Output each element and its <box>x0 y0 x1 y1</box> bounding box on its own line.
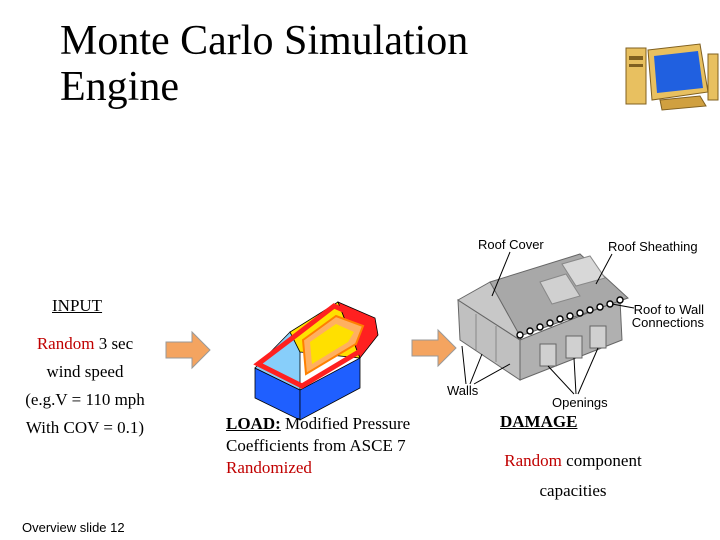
damage-house <box>457 253 629 381</box>
callout-roof-sheathing: Roof Sheathing <box>608 239 698 254</box>
load-line-2: Coefficients from ASCE 7 <box>226 436 406 455</box>
input-line-2: wind speed <box>46 362 124 381</box>
callout-lines <box>461 251 635 395</box>
load-heading: LOAD: <box>226 414 281 433</box>
load-arrow <box>411 328 457 368</box>
input-arrow <box>165 330 211 370</box>
load-text: LOAD: Modified Pressure Coefficients fro… <box>226 413 410 479</box>
input-random-word: Random <box>36 334 95 353</box>
load-line-1-rest: Modified Pressure <box>280 414 411 433</box>
title-line-1: Monte Carlo Simulation <box>60 18 469 64</box>
input-heading: INPUT <box>52 296 102 316</box>
computer-icon <box>625 43 719 111</box>
slide-footer: Overview slide 12 <box>22 520 125 535</box>
load-line-1: LOAD: Modified Pressure <box>226 413 410 435</box>
callout-openings: Openings <box>552 395 608 410</box>
input-line-1-rest: 3 sec <box>94 334 134 353</box>
damage-line-2: capacities <box>539 481 607 500</box>
damage-line-1-rest: component <box>561 451 642 470</box>
callout-roof-to-wall-line-1: Roof to Wall <box>633 302 704 317</box>
load-house <box>253 301 379 421</box>
input-text: Random 3 sec wind speed (e.g.V = 110 mph… <box>0 330 170 442</box>
input-line-3: (e.g.V = 110 mph <box>25 390 145 409</box>
input-line-4: With COV = 0.1) <box>25 418 145 437</box>
damage-random-word: Random <box>504 451 562 470</box>
input-heading-text: INPUT <box>52 296 103 315</box>
callout-roof-to-wall-line-2: Connections <box>631 315 704 330</box>
slide-title: Monte Carlo Simulation Engine <box>60 18 468 110</box>
callout-walls: Walls <box>447 383 479 398</box>
load-line-3: Randomized <box>226 458 312 477</box>
damage-text: Random component capacities <box>466 446 680 506</box>
callout-roof-to-wall: Roof to Wall Connections <box>630 303 704 329</box>
damage-line-1: Random component <box>466 446 680 476</box>
title-line-2: Engine <box>60 64 179 110</box>
damage-heading: DAMAGE <box>500 412 578 431</box>
callout-roof-cover: Roof Cover <box>478 237 544 252</box>
input-line-1: Random 3 sec <box>0 330 170 358</box>
